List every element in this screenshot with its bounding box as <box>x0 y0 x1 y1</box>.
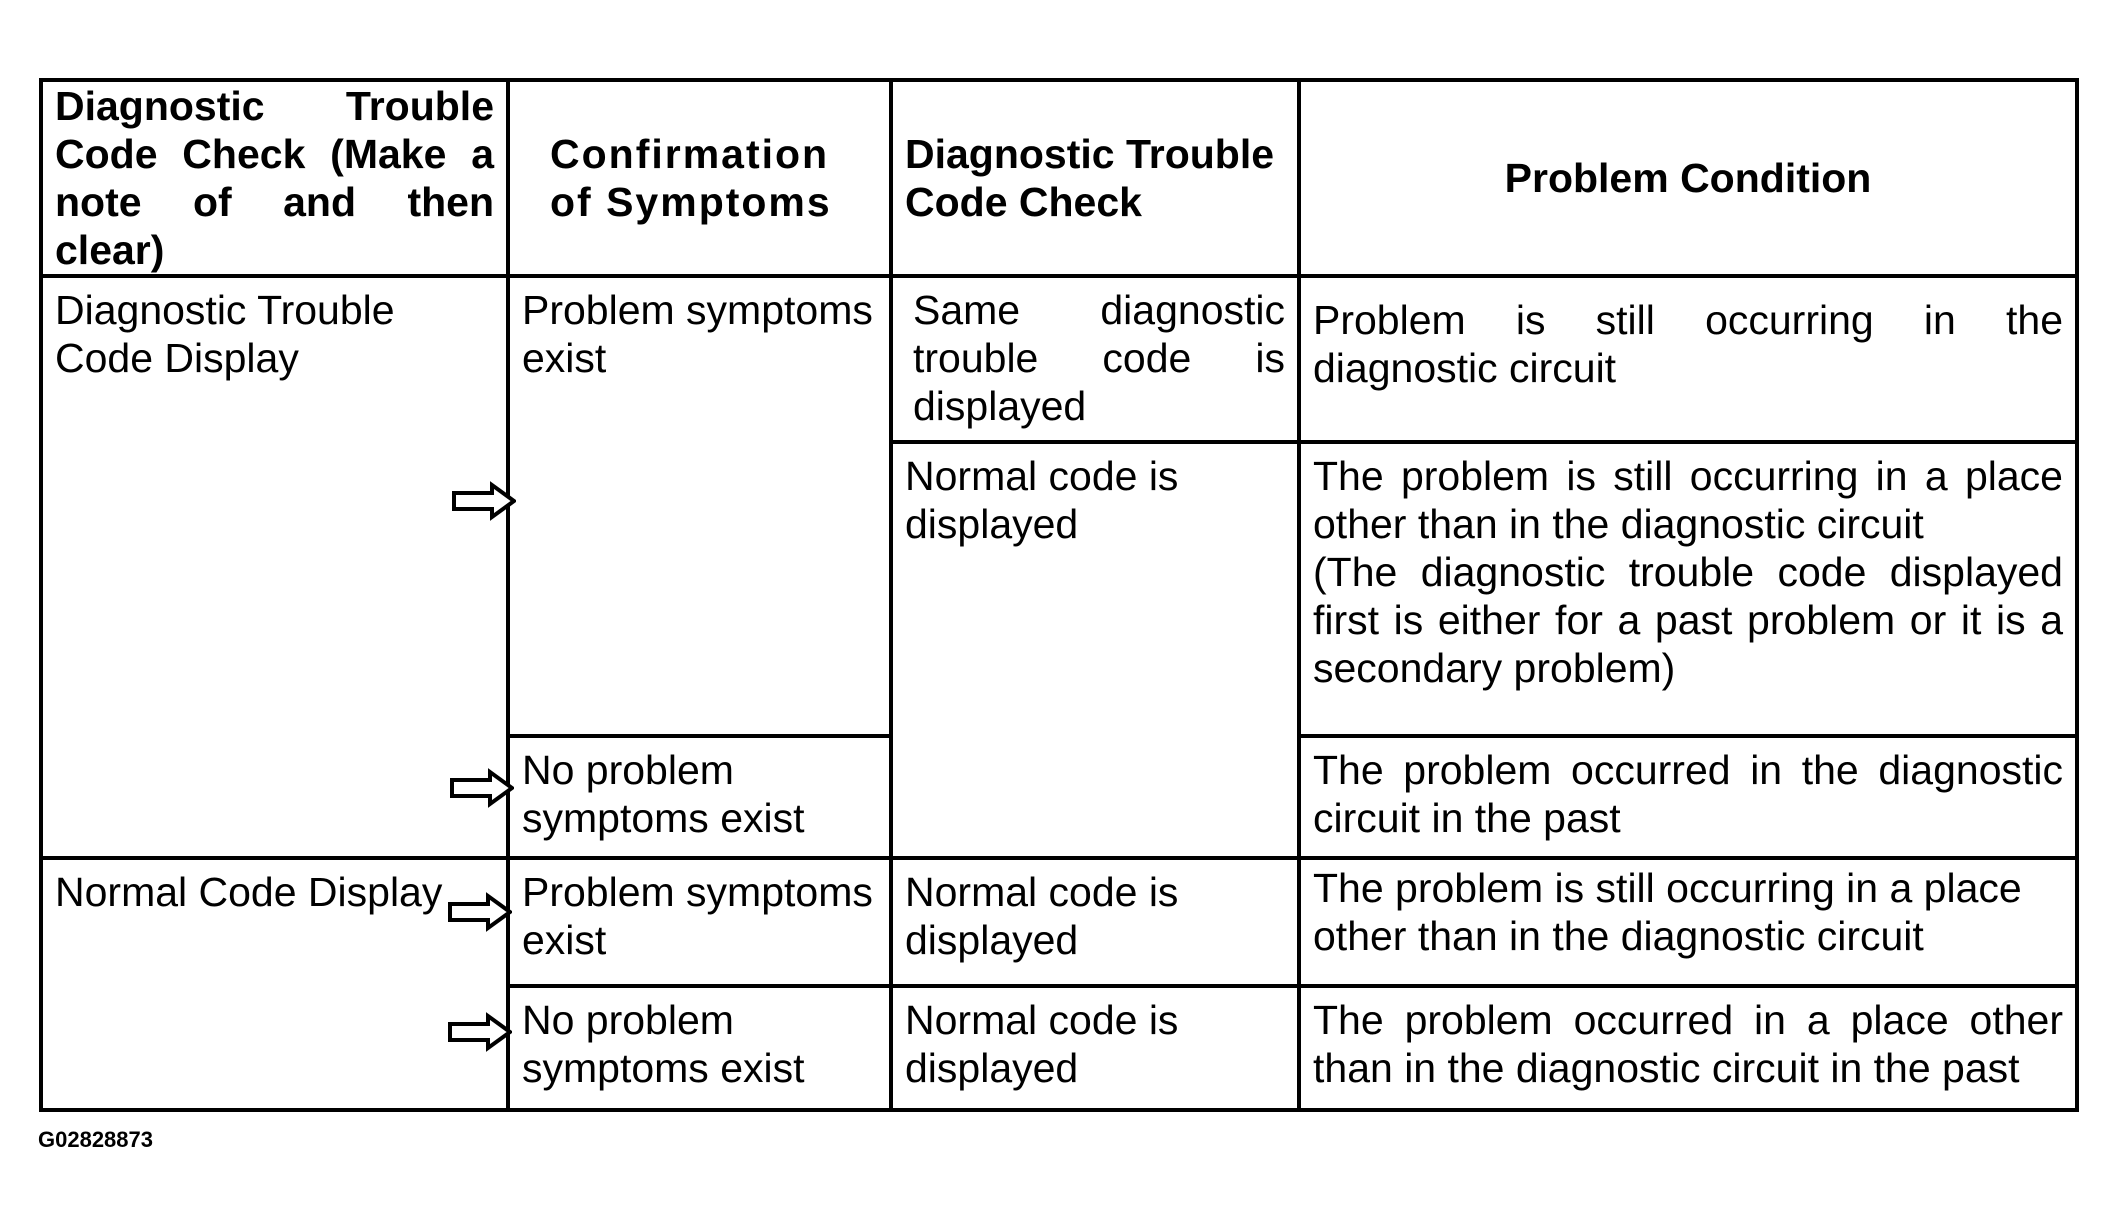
table-row: No problem symptoms exist Normal code is… <box>41 984 2079 1112</box>
right-arrow-icon <box>448 1012 512 1052</box>
condition-note: (The diagnostic trouble code displayed f… <box>1313 549 2063 691</box>
right-arrow-icon <box>450 768 514 808</box>
condition-cell: The problem occurred in a place other th… <box>1297 984 2079 1112</box>
condition-text: The problem is still occurring in a plac… <box>1313 453 2063 547</box>
table-row: Diagnostic Trouble Code Display Problem … <box>39 274 2079 860</box>
symptoms-exist-cell: Problem symptoms exist <box>506 856 893 988</box>
normal-code-display-label: Normal Code Display <box>39 856 510 1112</box>
diagnostic-table-figure: Diagnostic Trouble Code Check (Make a no… <box>39 78 2079 1112</box>
condition-cell: The problem is still occurring in a plac… <box>1297 856 2079 988</box>
table-row: No problem symptoms exist The problem oc… <box>41 734 2079 860</box>
header-problem-condition: Problem Condition <box>1297 78 2079 278</box>
table-row: Normal code is displayed The problem is … <box>41 440 2079 860</box>
normal-code-cell: Normal code is displayed <box>889 440 1301 860</box>
normal-code-cell: Normal code is displayed <box>889 984 1301 1112</box>
condition-cell: The problem occurred in the diagnostic c… <box>1297 734 2079 860</box>
header-confirmation-of-symptoms: Confirmation of Symptoms <box>506 78 893 278</box>
right-arrow-icon <box>448 892 512 932</box>
header-row: Diagnostic Trouble Code Check (Make a no… <box>39 78 2079 278</box>
right-arrow-icon <box>452 481 516 521</box>
no-symptoms-cell: No problem symptoms exist <box>506 984 893 1112</box>
table-row: Normal Code Display Problem symptoms exi… <box>39 856 2079 1112</box>
normal-code-cell: Normal code is displayed <box>889 856 1301 988</box>
figure-id: G02828873 <box>38 1127 153 1152</box>
no-symptoms-cell: No problem symptoms exist <box>506 734 893 860</box>
condition-cell: The problem is still occurring in a plac… <box>1297 440 2079 738</box>
dtc-display-label: Diagnostic Trouble Code Display <box>39 274 510 860</box>
same-code-cell: Same diagnostic trouble code is displaye… <box>889 274 1301 444</box>
diagnostic-table: Diagnostic Trouble Code Check (Make a no… <box>39 78 2079 1112</box>
condition-cell: Problem is still occurring in the diagno… <box>1297 274 2079 444</box>
header-dtc-check-clear: Diagnostic Trouble Code Check (Make a no… <box>39 78 510 278</box>
symptoms-exist-cell: Problem symptoms exist <box>506 274 893 738</box>
header-dtc-check: Diagnostic Trouble Code Check <box>889 78 1301 278</box>
